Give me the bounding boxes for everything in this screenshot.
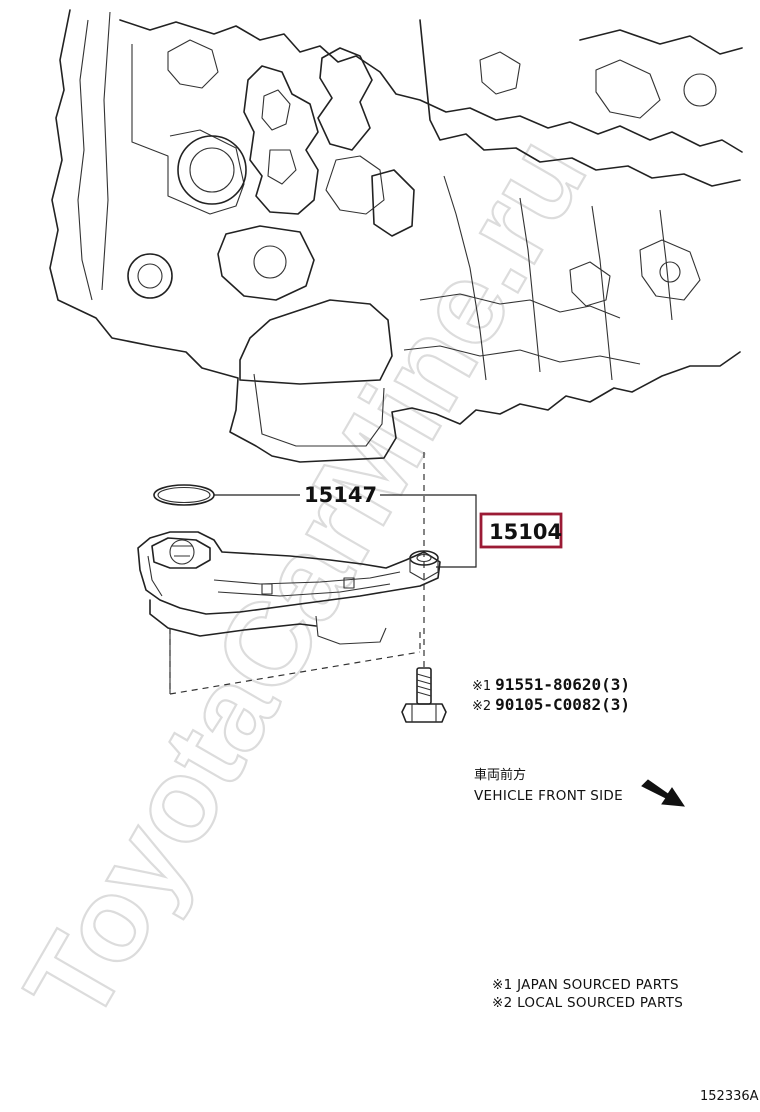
part-number-15147[interactable]: 15147 — [304, 483, 377, 507]
strainer-leader — [380, 494, 477, 568]
oil-strainer-drawing — [137, 531, 441, 695]
diagram-id: 152336A — [700, 1089, 759, 1104]
engine-block-drawing — [49, 9, 743, 463]
bolt-drawing — [401, 667, 447, 723]
part-number-15104[interactable]: 15104 — [489, 520, 562, 544]
strainer-highlight-box — [479, 512, 563, 549]
footnote-japan: ※1 JAPAN SOURCED PARTS — [492, 977, 679, 993]
footnote-local: ※2 LOCAL SOURCED PARTS — [492, 995, 683, 1011]
watermark-text: ToyotaCarMine.ru — [0, 116, 611, 1043]
arrow-down-right-icon — [641, 779, 685, 807]
front-side-jp-label: 車両前方 — [474, 767, 526, 783]
front-side-label: VEHICLE FRONT SIDE — [474, 788, 623, 804]
